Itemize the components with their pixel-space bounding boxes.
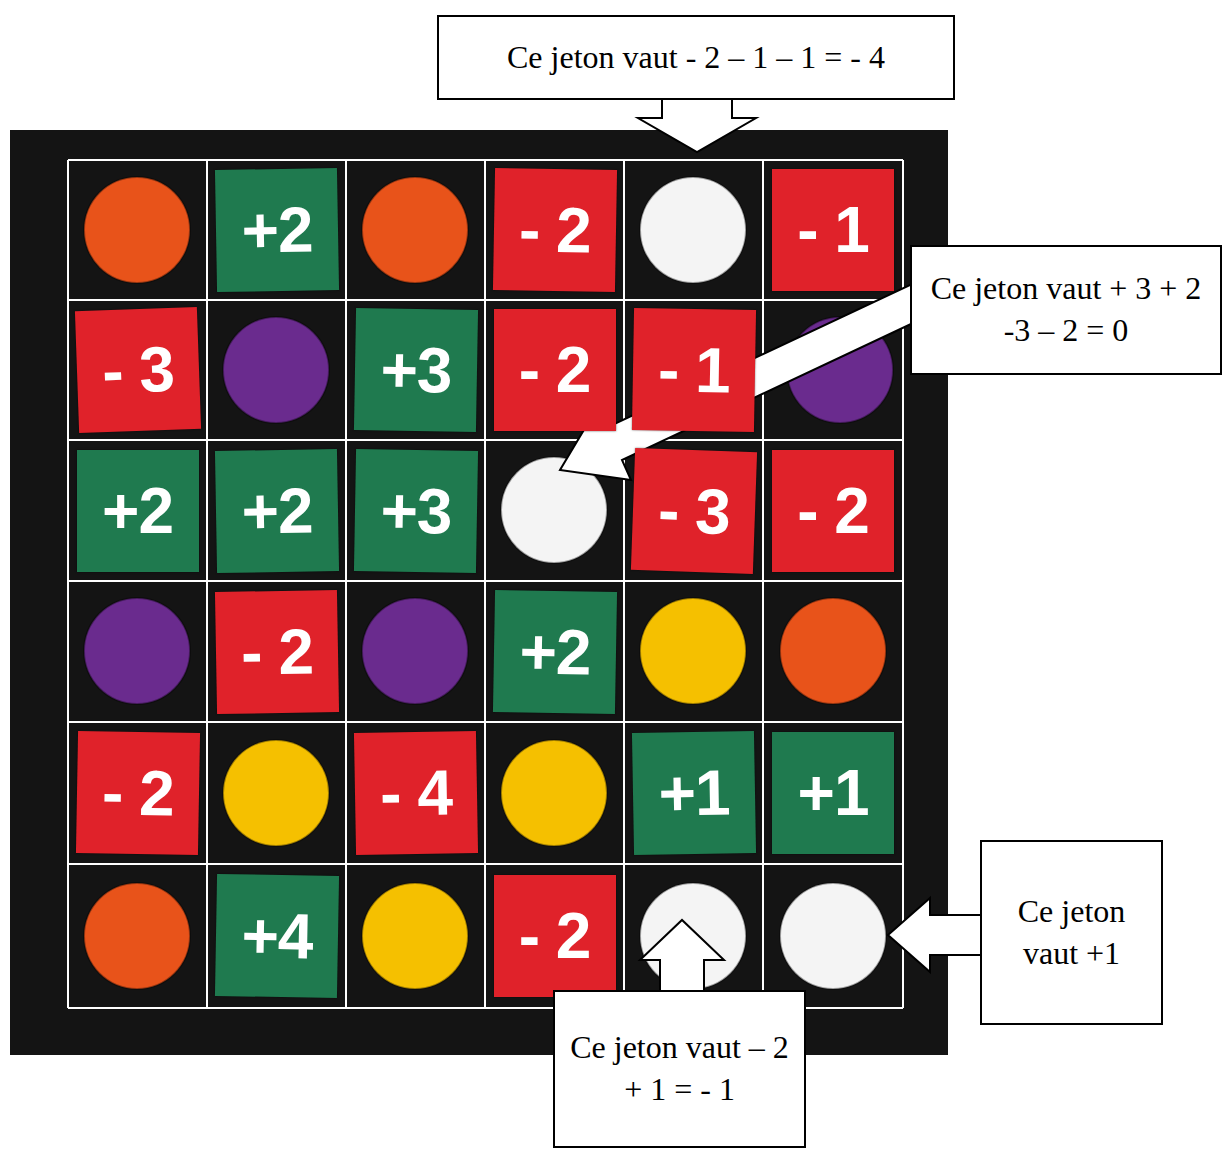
tile-value: - 4 [379,755,452,830]
tile-value: +4 [240,898,312,973]
tile-value: - 2 [101,755,174,830]
tile-value: - 2 [240,614,313,689]
number-tile: - 3 [630,447,756,573]
number-tile: +2 [77,450,199,572]
number-tile: - 2 [772,450,894,572]
yellow-token [501,740,607,846]
tile-value: - 3 [656,472,730,548]
white-token [780,883,886,989]
number-tile: +3 [353,448,477,572]
purple-token [84,598,190,704]
tile-value: - 1 [797,193,869,267]
tile-value: - 1 [657,332,730,407]
number-tile: +2 [214,168,338,292]
tile-value: - 2 [797,474,869,548]
number-tile: +3 [353,308,477,432]
callout-arrow [888,898,990,972]
orange-token [780,598,886,704]
callout-text: Ce jeton vaut – 2 + 1 = - 1 [567,1027,792,1110]
tile-value: +2 [240,192,312,267]
orange-token [84,883,190,989]
yellow-token [223,740,329,846]
number-tile: - 2 [75,731,199,855]
tokens [84,177,893,989]
orange-token [362,177,468,283]
tile-value: +2 [102,474,173,548]
number-tile: +1 [631,731,755,855]
callout-box: Ce jeton vaut +1 [980,840,1163,1025]
number-tile: - 2 [494,875,616,997]
number-tile: - 3 [74,307,200,433]
number-tile: - 1 [772,169,894,291]
purple-token [223,317,329,423]
board-background [10,130,948,1055]
tile-value: - 2 [518,192,591,267]
number-tile: - 1 [631,308,755,432]
callout-arrows [560,98,990,1000]
number-tile: - 2 [492,168,616,292]
tile-value: +2 [518,614,590,689]
number-tile: +2 [214,448,338,572]
board-grid [68,160,903,1008]
tile-value: +2 [240,473,312,548]
number-tile: +2 [492,589,616,713]
tile-value: - 3 [100,332,174,408]
number-tile: - 2 [214,589,338,713]
tile-value: +3 [379,332,451,407]
callout-arrow [638,98,756,152]
tile-value: - 2 [519,333,591,407]
callout-text: Ce jeton vaut +1 [994,891,1149,974]
callout-box: Ce jeton vaut + 3 + 2 -3 – 2 = 0 [910,245,1222,375]
tile-value: +1 [657,755,729,830]
yellow-token [362,883,468,989]
callout-text: Ce jeton vaut - 2 – 1 – 1 = - 4 [507,37,885,79]
number-tile: +1 [772,732,894,854]
white-token [640,177,746,283]
callout-text: Ce jeton vaut + 3 + 2 -3 – 2 = 0 [924,268,1208,351]
callout-box: Ce jeton vaut - 2 – 1 – 1 = - 4 [437,15,955,100]
purple-token [362,598,468,704]
tile-value: +3 [379,473,451,548]
yellow-token [640,598,746,704]
callout-arrow [640,920,724,1000]
tile-value: +1 [798,756,869,830]
callout-box: Ce jeton vaut – 2 + 1 = - 1 [553,990,806,1148]
orange-token [84,177,190,283]
number-tile: - 2 [494,309,616,431]
tile-value: - 2 [519,899,591,973]
number-tile: - 4 [353,731,477,855]
number-tile: +4 [214,874,338,998]
